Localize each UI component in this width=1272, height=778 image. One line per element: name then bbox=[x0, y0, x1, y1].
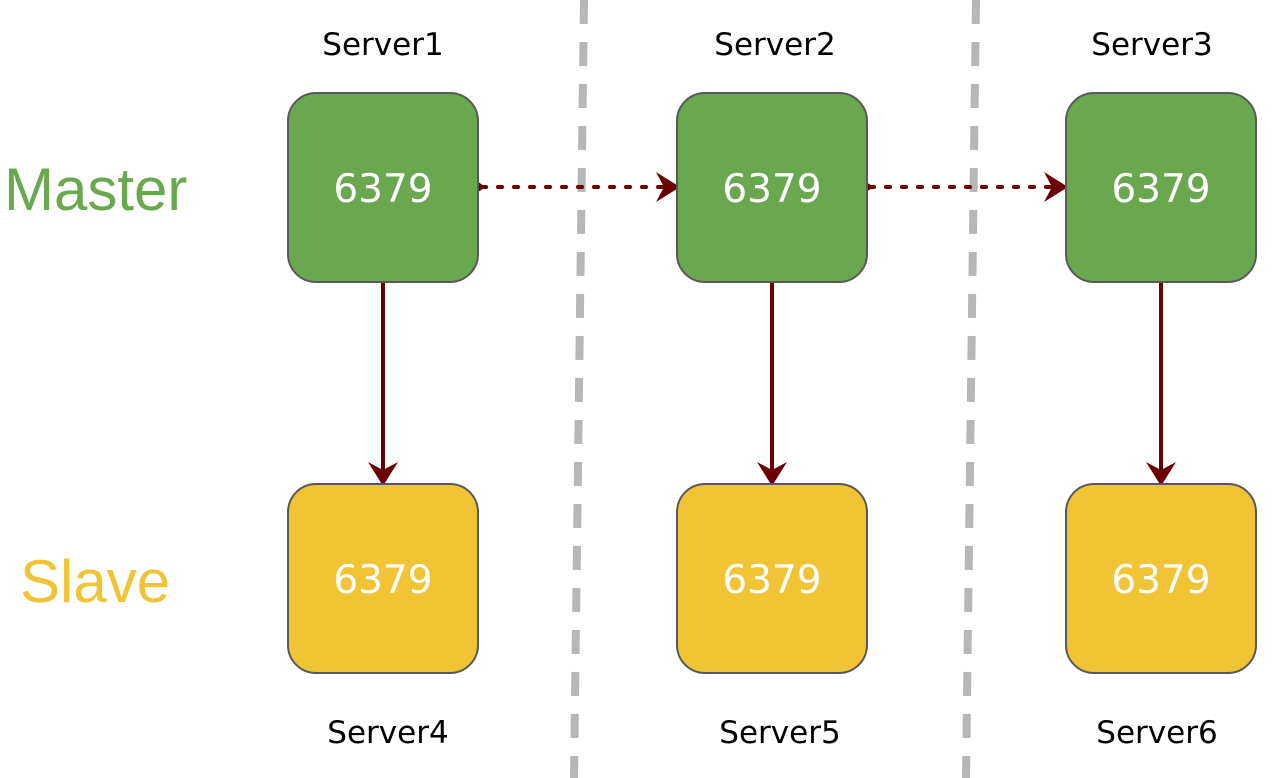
slave-node-1-port: 6379 bbox=[333, 558, 432, 603]
server6-label: Server6 bbox=[1096, 715, 1217, 751]
slave-node-2-port: 6379 bbox=[722, 558, 821, 603]
server5-label: Server5 bbox=[719, 715, 840, 751]
divider-line-right bbox=[962, 0, 980, 778]
slave-node-1: 6379 bbox=[287, 483, 479, 674]
master-node-2: 6379 bbox=[676, 92, 868, 283]
slave-node-3-port: 6379 bbox=[1111, 558, 1210, 603]
master-node-2-port: 6379 bbox=[722, 167, 821, 212]
server1-label: Server1 bbox=[322, 27, 443, 63]
slave-role-label: Slave bbox=[20, 548, 170, 615]
master-node-3: 6379 bbox=[1065, 92, 1257, 283]
server3-label: Server3 bbox=[1091, 27, 1212, 63]
server4-label: Server4 bbox=[327, 715, 448, 751]
master-node-1-port: 6379 bbox=[333, 167, 432, 212]
server2-label: Server2 bbox=[714, 27, 835, 63]
master-node-1: 6379 bbox=[287, 92, 479, 283]
slave-node-3: 6379 bbox=[1065, 483, 1257, 674]
divider-line-left bbox=[570, 0, 588, 778]
master-node-3-port: 6379 bbox=[1111, 167, 1210, 212]
master-role-label: Master bbox=[4, 156, 187, 223]
slave-node-2: 6379 bbox=[676, 483, 868, 674]
